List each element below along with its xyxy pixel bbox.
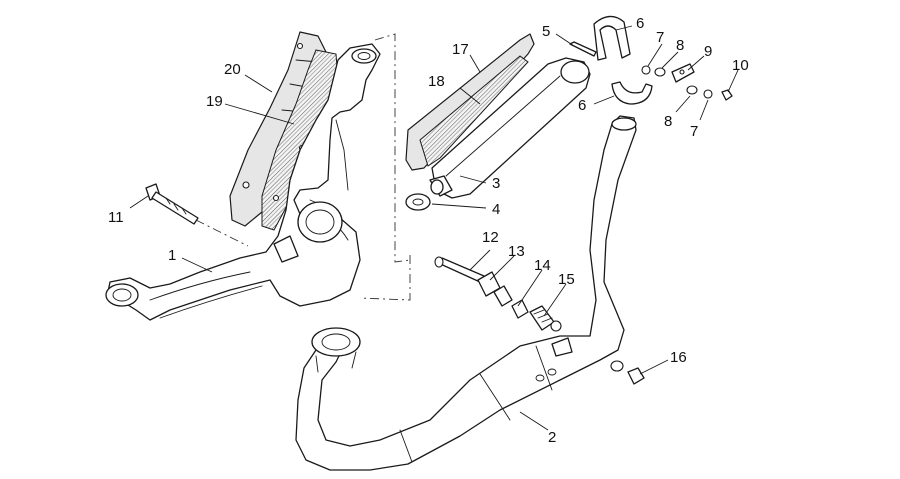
part-18-muffler-mesh	[419, 55, 529, 167]
part-7-washer-lower	[703, 89, 713, 99]
callout-18: 18	[428, 73, 445, 90]
part-9-bracket	[671, 63, 695, 83]
callout-4: 4	[492, 201, 500, 218]
part-16-washer-nut	[610, 360, 645, 385]
part-10-nut	[721, 89, 733, 101]
callout-labels: 20 19 17 18 3 4 5 6 6 7 8 9 10 8 7 11 1 …	[108, 15, 749, 446]
callout-7-lower: 7	[690, 123, 698, 140]
callout-12: 12	[482, 229, 499, 246]
part-1-exhaust-header	[105, 43, 381, 321]
callout-8-upper: 8	[676, 37, 684, 54]
callout-19: 19	[206, 93, 223, 110]
callout-7-upper: 7	[656, 29, 664, 46]
part-6-clamp-lower	[611, 81, 653, 105]
callout-3: 3	[492, 175, 500, 192]
part-8-spacer-upper	[654, 67, 666, 77]
callout-17: 17	[452, 41, 469, 58]
callout-13: 13	[508, 243, 525, 260]
part-15-spring	[529, 305, 562, 332]
callout-10: 10	[732, 57, 749, 74]
callout-8-lower: 8	[664, 113, 672, 130]
part-5-screw	[569, 41, 597, 57]
callout-1: 1	[168, 247, 176, 264]
part-8-spacer-lower	[686, 85, 698, 95]
callout-2: 2	[548, 429, 556, 446]
part-4-gasket	[405, 193, 431, 211]
leader-lines	[129, 25, 739, 431]
part-11-bolt	[145, 183, 199, 225]
callout-16: 16	[670, 349, 687, 366]
part-12-pin	[434, 256, 485, 283]
part-6-clamp-upper	[593, 15, 631, 61]
part-13-bushing	[477, 271, 513, 307]
callout-6-upper: 6	[636, 15, 644, 32]
callout-9: 9	[704, 43, 712, 60]
callout-5: 5	[542, 23, 550, 40]
callout-11: 11	[108, 209, 124, 226]
callout-14: 14	[534, 257, 551, 274]
callout-6-lower: 6	[578, 97, 586, 114]
callout-15: 15	[558, 271, 575, 288]
part-7-washer-upper	[641, 65, 651, 75]
part-2-rear-exhaust-pipe	[295, 115, 637, 471]
part-3-rear-muffler	[429, 57, 591, 199]
callout-20: 20	[224, 61, 241, 78]
part-14-spacer	[511, 299, 529, 319]
